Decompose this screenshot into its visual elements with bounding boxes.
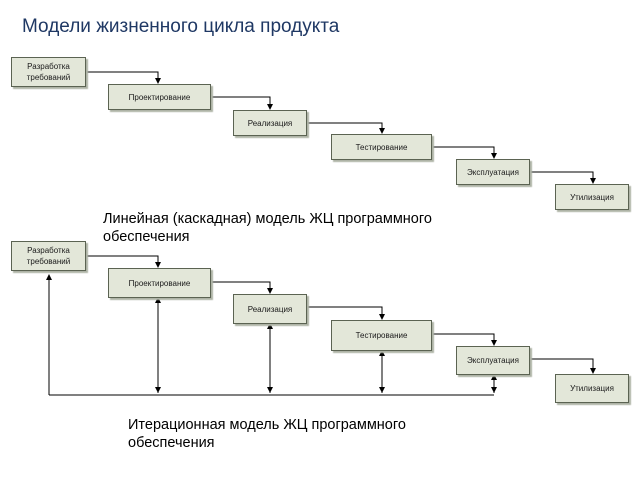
iterative-arrow-2 <box>211 281 273 294</box>
waterfall-stage-disposal: Утилизация <box>555 184 629 210</box>
iterative-caption-line1: Итерационная модель ЖЦ программного <box>128 417 406 433</box>
iterative-stage-disposal: Утилизация <box>555 374 629 403</box>
iterative-stage-operation: Эксплуатация <box>456 346 530 375</box>
iterative-arrow-4 <box>432 333 497 346</box>
waterfall-stage-implementation: Реализация <box>233 110 307 136</box>
iterative-stage-implementation: Реализация <box>233 294 307 324</box>
iterative-arrow-5 <box>530 358 596 374</box>
waterfall-stage-requirements: Разработка требований <box>11 57 86 87</box>
waterfall-caption: Линейная (каскадная) модель ЖЦ программн… <box>103 210 432 246</box>
waterfall-arrow-4 <box>432 146 497 159</box>
iterative-arrow-3 <box>307 306 385 320</box>
waterfall-caption-line2: обеспечения <box>103 229 190 245</box>
waterfall-stage-testing: Тестирование <box>331 134 432 160</box>
iterative-stage-design: Проектирование <box>108 268 211 298</box>
waterfall-arrow-3 <box>307 122 385 134</box>
iterative-arrow-1 <box>86 255 161 268</box>
iterative-stage-requirements: Разработка требований <box>11 241 86 271</box>
waterfall-connectors <box>86 71 596 184</box>
waterfall-arrow-2 <box>211 96 273 110</box>
iterative-caption-line2: обеспечения <box>128 435 215 451</box>
iterative-stage-testing: Тестирование <box>331 320 432 351</box>
waterfall-arrow-5 <box>530 171 596 184</box>
iterative-caption: Итерационная модель ЖЦ программного обес… <box>128 416 406 452</box>
waterfall-caption-line1: Линейная (каскадная) модель ЖЦ программн… <box>103 211 432 227</box>
waterfall-arrow-1 <box>86 71 161 84</box>
waterfall-stage-operation: Эксплуатация <box>456 159 530 185</box>
page-title: Модели жизненного цикла продукта <box>22 16 340 37</box>
waterfall-stage-design: Проектирование <box>108 84 211 110</box>
iterative-connectors <box>46 255 596 396</box>
